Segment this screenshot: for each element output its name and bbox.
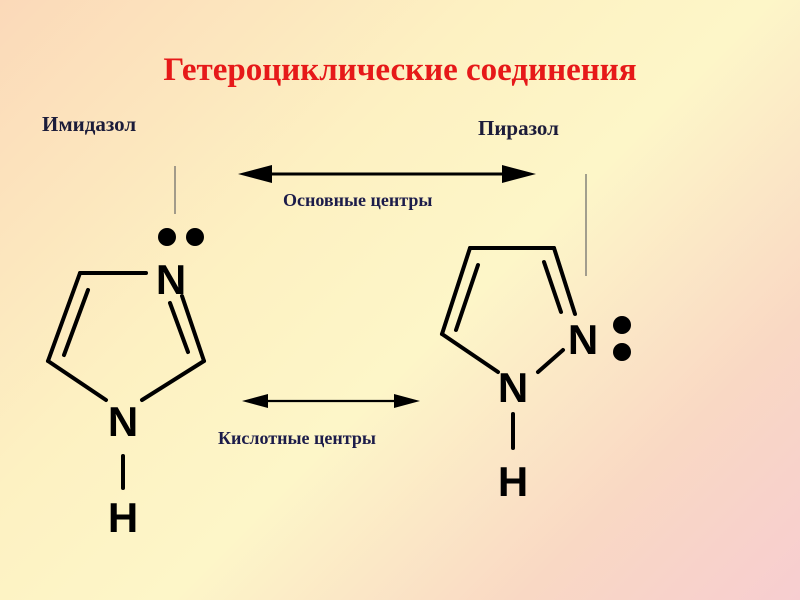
pyrazole-structure [440, 246, 577, 450]
imidazole-lone-pair-dot [186, 228, 204, 246]
pyrazole-atom-n-right: N [568, 316, 598, 363]
acidic-centers-label: Кислотные центры [218, 428, 376, 448]
acidic-centers-arrow [242, 394, 420, 408]
imidazole-lone-pair-dot [158, 228, 176, 246]
imidazole-label: Имидазол [42, 112, 137, 136]
imidazole-atom-n-bottom: N [108, 398, 138, 445]
basic-centers-arrow [238, 165, 536, 183]
imidazole-atom-n-top: N [156, 256, 186, 303]
pyrazole-lone-pair-dot [613, 343, 631, 361]
imidazole-structure [46, 271, 206, 490]
slide-title: Гетероциклические соединения [163, 52, 637, 88]
pyrazole-label: Пиразол [478, 116, 559, 140]
pyrazole-lone-pair-dot [613, 316, 631, 334]
pyrazole-atom-h: H [498, 458, 528, 505]
basic-centers-label: Основные центры [283, 190, 433, 210]
imidazole-atom-h: H [108, 494, 138, 541]
pyrazole-atom-n-bottom: N [498, 364, 528, 411]
